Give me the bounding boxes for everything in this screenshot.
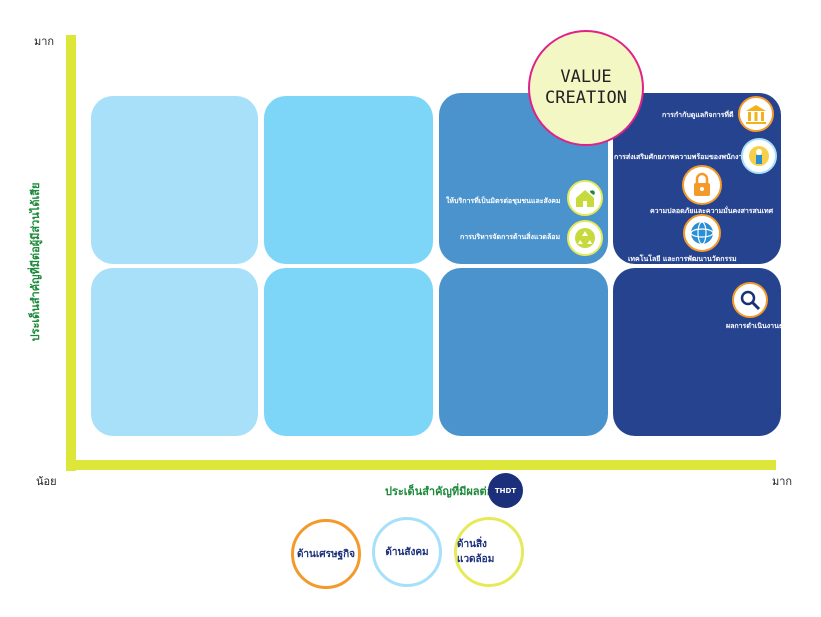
issue-business-performance: ผลการดำเนินงานธุรกิจ [726, 322, 796, 330]
x-axis-title: ประเด็นสำคัญที่มีผลต่อ [385, 485, 494, 498]
matrix-cell-bottom-3 [439, 268, 608, 436]
issue-environmental-management: การบริหารจัดการด้านสิ่งแวดล้อม [460, 233, 561, 241]
employee-icon [741, 138, 777, 174]
matrix-cell-bottom-1 [91, 268, 258, 436]
y-axis [66, 35, 76, 471]
issue-information-security: ความปลอดภัยและความมั่นคงสารสนเทศ [650, 207, 774, 215]
x-axis [66, 460, 776, 470]
lock-icon [682, 165, 722, 205]
x-axis-high-label: มาก [772, 475, 793, 488]
house-leaf-icon [567, 180, 603, 216]
magnifier-icon [732, 282, 768, 318]
legend-economic: ด้านเศรษฐกิจ [291, 519, 361, 589]
bank-icon [738, 96, 774, 132]
legend-economic-label: ด้านเศรษฐกิจ [296, 548, 356, 560]
matrix-cell-bottom-2 [264, 268, 433, 436]
value-creation-line-2: CREATION [545, 88, 627, 108]
recycle-icon [567, 220, 603, 256]
matrix-cell-top-2 [264, 96, 433, 264]
matrix-cell-top-1 [91, 96, 258, 264]
value-creation-badge: VALUE CREATION [528, 30, 644, 146]
issue-good-governance: การกำกับดูแลกิจการที่ดี [662, 111, 734, 119]
issue-community-friendly-service: ให้บริการที่เป็นมิตรต่อชุมชนและสังคม [446, 197, 561, 205]
value-creation-line-1: VALUE [560, 66, 612, 87]
x-axis-low-label: น้อย [36, 475, 57, 488]
y-axis-high-label: มาก [34, 35, 55, 48]
company-logo-icon: THDT [488, 473, 523, 508]
legend-social-label: ด้านสังคม [385, 546, 429, 558]
legend-environmental-label: ด้านสิ่งแวดล้อม [457, 539, 495, 565]
legend-social: ด้านสังคม [372, 517, 442, 587]
y-axis-title: ประเด็นสำคัญที่มีต่อผู้มีส่วนได้เสีย [29, 182, 42, 342]
globe-icon [683, 214, 721, 252]
legend-environmental: ด้านสิ่งแวดล้อม [454, 517, 524, 587]
issue-employee-readiness: การส่งเสริมศักยภาพความพร้อมของพนักงาน [614, 153, 748, 161]
issue-technology-innovation: เทคโนโลยี และการพัฒนานวัตกรรม [628, 255, 737, 263]
